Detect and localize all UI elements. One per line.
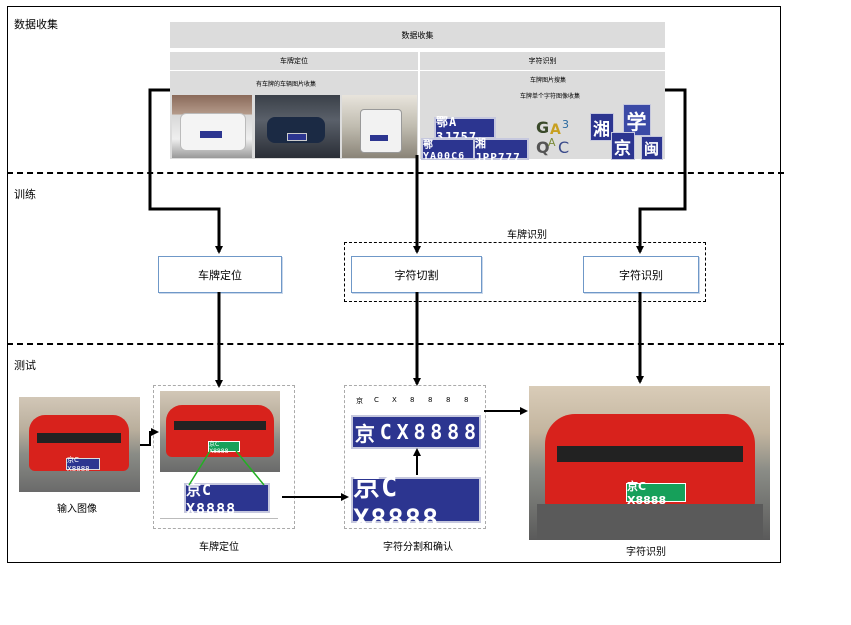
segment-label-3: X bbox=[392, 396, 397, 404]
plate-recognition-group-label: 车牌识别 bbox=[507, 230, 547, 241]
segment-label-5: 8 bbox=[428, 396, 433, 404]
plate-location-caption: 车牌定位 bbox=[199, 542, 239, 553]
located-plate-marker: 京C X8888 bbox=[208, 441, 240, 455]
section-label-training: 训练 bbox=[14, 188, 36, 201]
section-divider-1 bbox=[7, 172, 784, 174]
char-sample-4: Q bbox=[536, 138, 550, 157]
segment-char-7: 8 bbox=[464, 420, 478, 444]
arrow-dc-to-plate-location bbox=[148, 88, 223, 254]
char-sample-group: G A 3 Q A C bbox=[536, 118, 572, 158]
plate-recognition-group bbox=[344, 242, 706, 302]
segment-char-2: C bbox=[379, 420, 393, 444]
panel-underline bbox=[160, 518, 278, 519]
segment-label-1: 京 bbox=[356, 397, 363, 405]
char-sample-2: A bbox=[550, 122, 561, 138]
hanzi-sample-1: 湘 bbox=[590, 113, 614, 141]
input-plate: 京C X8888 bbox=[66, 456, 100, 473]
zoom-line-left bbox=[188, 450, 211, 486]
plate-sample-2: 鄂YA00C6 bbox=[421, 138, 475, 162]
char-sample-1: G bbox=[536, 118, 550, 137]
segment-char-6: 8 bbox=[447, 420, 461, 444]
zoom-line-right bbox=[235, 450, 265, 486]
arrow-dc-to-recognition bbox=[636, 88, 687, 254]
char-sample-3: 3 bbox=[562, 118, 569, 131]
segment-labels: 京 C X 8 8 8 8 bbox=[352, 396, 480, 406]
segment-label-2: C bbox=[374, 396, 379, 404]
char-sample-6: C bbox=[558, 138, 570, 157]
located-car-image: 京C X8888 bbox=[160, 391, 280, 472]
arrow-input-to-location bbox=[140, 428, 159, 446]
char-images-caption: 车牌单个字符图像收集 bbox=[520, 93, 581, 100]
section-divider-2 bbox=[7, 343, 784, 345]
vehicle-images-caption: 有车牌的车辆图片收集 bbox=[256, 81, 317, 88]
input-car-image: 京C X8888 bbox=[19, 397, 140, 492]
char-recognition-subheader: 字符识别 bbox=[420, 52, 665, 70]
hanzi-sample-2: 学 bbox=[623, 104, 651, 136]
input-image-caption: 输入图像 bbox=[57, 504, 97, 515]
segment-char-4: 8 bbox=[413, 420, 427, 444]
recognition-caption: 字符识别 bbox=[626, 547, 666, 558]
collected-car-photo-1 bbox=[172, 95, 252, 158]
segment-label-7: 8 bbox=[464, 396, 469, 404]
section-label-testing: 测试 bbox=[14, 359, 36, 372]
result-car-image: 京C X8888 bbox=[529, 386, 770, 540]
section-label-data-collection: 数据收集 bbox=[14, 18, 58, 31]
collected-car-photo-3 bbox=[342, 95, 417, 158]
segment-char-5: 8 bbox=[430, 420, 444, 444]
segment-char-1: 京 bbox=[354, 421, 376, 446]
char-sample-5: A bbox=[548, 136, 556, 149]
plate-location-panel-test bbox=[153, 385, 295, 529]
diagram-frame bbox=[7, 6, 781, 563]
segmentation-caption: 字符分割和确认 bbox=[383, 542, 453, 553]
hanzi-sample-4: 闽 bbox=[641, 136, 663, 160]
segment-label-4: 8 bbox=[410, 396, 415, 404]
plate-location-subheader: 车牌定位 bbox=[170, 52, 418, 70]
collected-car-photo-2 bbox=[255, 95, 340, 158]
data-collection-header: 数据收集 bbox=[170, 22, 665, 48]
hanzi-sample-3: 京 bbox=[611, 132, 635, 160]
segment-label-6: 8 bbox=[446, 396, 451, 404]
plate-images-caption: 车牌图片搜集 bbox=[530, 77, 567, 84]
segment-char-3: X bbox=[396, 420, 410, 444]
